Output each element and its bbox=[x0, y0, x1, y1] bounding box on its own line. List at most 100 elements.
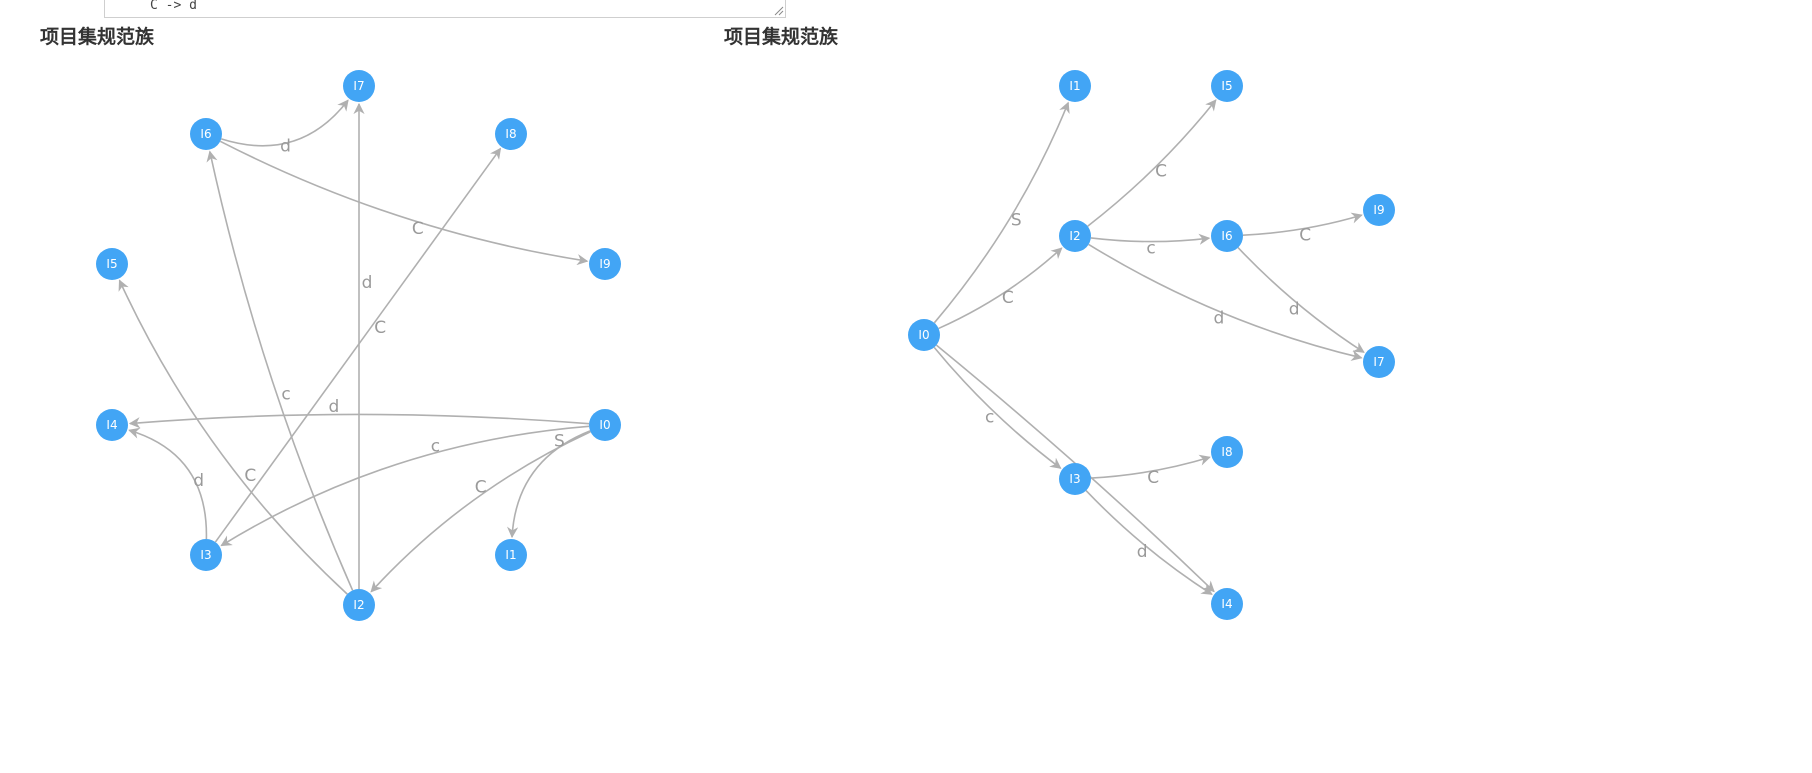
state-node-tree-layout-I4[interactable]: I4 bbox=[1211, 588, 1243, 620]
edge-label-circular-layout-I2-to-I7: d bbox=[362, 273, 373, 293]
state-node-circular-layout-I7[interactable]: I7 bbox=[343, 70, 375, 102]
state-node-tree-layout-I7[interactable]: I7 bbox=[1363, 346, 1395, 378]
state-node-tree-layout-I6[interactable]: I6 bbox=[1211, 220, 1243, 252]
node-label: I8 bbox=[505, 127, 516, 141]
node-label: I2 bbox=[353, 598, 364, 612]
state-node-circular-layout-I4[interactable]: I4 bbox=[96, 409, 128, 441]
node-label: I3 bbox=[200, 548, 211, 562]
edge-circular-layout-I6-to-I7 bbox=[221, 99, 349, 147]
edge-label-tree-layout-I0-to-I2: C bbox=[1002, 288, 1014, 308]
state-node-circular-layout-I8[interactable]: I8 bbox=[495, 118, 527, 150]
node-circle bbox=[1211, 588, 1243, 620]
edge-label-tree-layout-I2-to-I7: d bbox=[1213, 309, 1224, 329]
edge-label-circular-layout-I3-to-I4: d bbox=[193, 471, 204, 491]
edge-label-tree-layout-I3-to-I4: d bbox=[1137, 542, 1148, 562]
node-label: I1 bbox=[505, 548, 516, 562]
edge-circular-layout-I0-to-I2 bbox=[370, 431, 591, 593]
edge-tree-layout-I6-to-I7 bbox=[1237, 247, 1365, 353]
node-label: I5 bbox=[1221, 79, 1232, 93]
node-circle bbox=[1059, 220, 1091, 252]
resize-handle-icon[interactable] bbox=[774, 6, 784, 16]
edge-label-tree-layout-I0-to-I1: S bbox=[1011, 211, 1022, 231]
edge-label-tree-layout-I3-to-I8: C bbox=[1147, 468, 1159, 488]
edge-circular-layout-I2-to-I6 bbox=[206, 150, 354, 591]
node-circle bbox=[589, 409, 621, 441]
node-circle bbox=[190, 118, 222, 150]
node-circle bbox=[343, 589, 375, 621]
node-circle bbox=[589, 248, 621, 280]
edge-circular-layout-I0-to-I3 bbox=[220, 425, 590, 547]
edge-tree-layout-I0-to-I1 bbox=[933, 101, 1070, 324]
edge-tree-layout-I2-to-I5 bbox=[1087, 99, 1217, 227]
node-label: I7 bbox=[353, 79, 364, 93]
node-label: I1 bbox=[1069, 79, 1080, 93]
edge-tree-layout-I0-to-I3 bbox=[933, 346, 1062, 469]
edge-tree-layout-I6-to-I9 bbox=[1242, 212, 1363, 236]
edge-label-circular-layout-I0-to-I1: S bbox=[554, 432, 565, 452]
node-label: I7 bbox=[1373, 355, 1384, 369]
production-input[interactable]: C -> d bbox=[104, 0, 786, 18]
edge-label-circular-layout-I0-to-I4: d bbox=[328, 397, 339, 417]
node-circle bbox=[1059, 70, 1091, 102]
edge-label-tree-layout-I2-to-I6: c bbox=[1146, 239, 1155, 259]
edge-tree-layout-I2-to-I7 bbox=[1088, 243, 1363, 361]
state-node-circular-layout-I2[interactable]: I2 bbox=[343, 589, 375, 621]
state-node-tree-layout-I1[interactable]: I1 bbox=[1059, 70, 1091, 102]
right-section-title: 项目集规范族 bbox=[724, 26, 839, 48]
node-circle bbox=[1211, 436, 1243, 468]
state-node-circular-layout-I5[interactable]: I5 bbox=[96, 248, 128, 280]
edge-circular-layout-I3-to-I8 bbox=[214, 147, 502, 543]
edge-tree-layout-I3-to-I4 bbox=[1085, 490, 1213, 595]
node-circle bbox=[190, 539, 222, 571]
node-circle bbox=[908, 319, 940, 351]
edge-label-tree-layout-I6-to-I7: d bbox=[1289, 300, 1300, 320]
production-input-text: C -> d bbox=[150, 0, 197, 13]
node-circle bbox=[1211, 70, 1243, 102]
edge-label-circular-layout-I6-to-I7: d bbox=[280, 137, 291, 157]
state-node-circular-layout-I1[interactable]: I1 bbox=[495, 539, 527, 571]
node-label: I4 bbox=[1221, 597, 1232, 611]
edge-label-circular-layout-I6-to-I9: C bbox=[412, 219, 424, 239]
state-node-circular-layout-I9[interactable]: I9 bbox=[589, 248, 621, 280]
node-label: I5 bbox=[106, 257, 117, 271]
state-node-tree-layout-I2[interactable]: I2 bbox=[1059, 220, 1091, 252]
edge-tree-layout-I0-to-I2 bbox=[938, 247, 1063, 330]
node-label: I6 bbox=[1221, 229, 1232, 243]
edge-circular-layout-I3-to-I4 bbox=[128, 427, 208, 540]
state-node-tree-layout-I3[interactable]: I3 bbox=[1059, 463, 1091, 495]
node-circle bbox=[343, 70, 375, 102]
node-circle bbox=[96, 409, 128, 441]
state-node-circular-layout-I3[interactable]: I3 bbox=[190, 539, 222, 571]
edge-label-circular-layout-I3-to-I8: C bbox=[374, 318, 386, 338]
state-node-tree-layout-I8[interactable]: I8 bbox=[1211, 436, 1243, 468]
edge-label-circular-layout-I0-to-I2: C bbox=[475, 477, 487, 497]
node-circle bbox=[1059, 463, 1091, 495]
edge-label-tree-layout-I6-to-I9: C bbox=[1299, 225, 1311, 245]
node-label: I0 bbox=[918, 328, 929, 342]
node-label: I6 bbox=[200, 127, 211, 141]
state-node-tree-layout-I9[interactable]: I9 bbox=[1363, 194, 1395, 226]
edge-circular-layout-I6-to-I9 bbox=[219, 140, 589, 266]
edge-label-tree-layout-I2-to-I5: C bbox=[1155, 161, 1167, 181]
edge-label-circular-layout-I2-to-I5: C bbox=[244, 466, 256, 486]
edge-tree-layout-I3-to-I8 bbox=[1090, 454, 1211, 479]
node-circle bbox=[495, 539, 527, 571]
edge-tree-layout-I2-to-I6 bbox=[1090, 233, 1211, 245]
node-label: I0 bbox=[599, 418, 610, 432]
edge-label-tree-layout-I0-to-I3: c bbox=[985, 407, 994, 427]
node-circle bbox=[1363, 346, 1395, 378]
node-label: I4 bbox=[106, 418, 117, 432]
edge-label-circular-layout-I2-to-I6: c bbox=[281, 384, 290, 404]
state-node-tree-layout-I5[interactable]: I5 bbox=[1211, 70, 1243, 102]
node-label: I3 bbox=[1069, 472, 1080, 486]
node-circle bbox=[495, 118, 527, 150]
state-node-circular-layout-I0[interactable]: I0 bbox=[589, 409, 621, 441]
state-node-tree-layout-I0[interactable]: I0 bbox=[908, 319, 940, 351]
left-section-title: 项目集规范族 bbox=[40, 26, 155, 48]
node-circle bbox=[1211, 220, 1243, 252]
state-node-circular-layout-I6[interactable]: I6 bbox=[190, 118, 222, 150]
edge-label-circular-layout-I0-to-I3: c bbox=[431, 436, 440, 456]
node-circle bbox=[96, 248, 128, 280]
node-label: I9 bbox=[1373, 203, 1384, 217]
